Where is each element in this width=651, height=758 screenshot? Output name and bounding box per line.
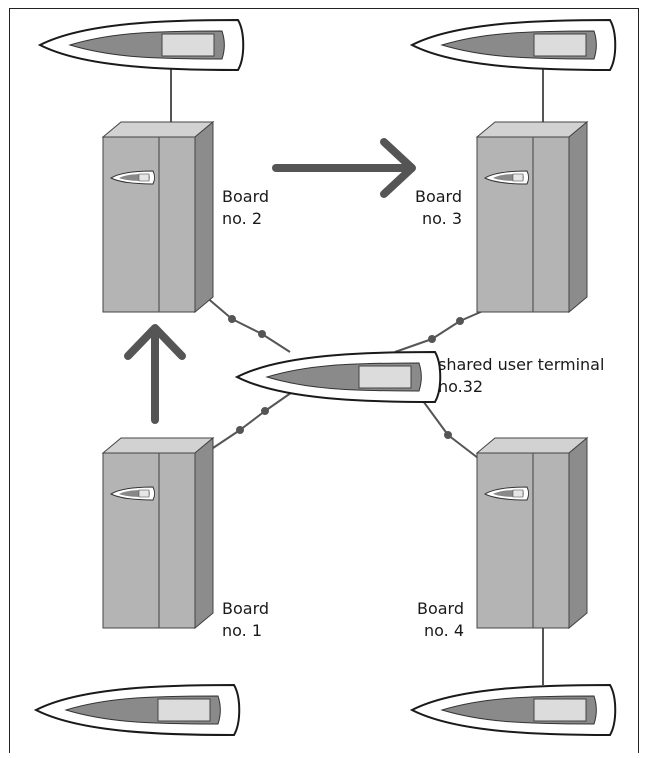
cabinet-board-1 <box>102 437 214 629</box>
shared-terminal-line2: no.32 <box>438 377 484 396</box>
switch-board-3 <box>394 306 493 353</box>
switch-board-2 <box>204 295 291 353</box>
switch-board-1 <box>209 387 299 451</box>
board-4-line1: Board <box>416 599 464 618</box>
board-2-line2: no. 2 <box>222 209 262 228</box>
terminal-board-2 <box>39 19 245 71</box>
label-board-2: Board no. 2 <box>222 186 269 230</box>
arrow-board-2-to-3 <box>272 138 416 198</box>
board-2-line1: Board <box>222 187 270 206</box>
terminal-board-4 <box>411 684 617 736</box>
cabinet-board-4 <box>476 437 588 629</box>
label-shared-terminal: shared user terminal no.32 <box>438 354 604 398</box>
label-board-3: Board no. 3 <box>406 186 462 230</box>
board-3-line1: Board <box>414 187 462 206</box>
board-1-line1: Board <box>222 599 270 618</box>
board-3-line2: no. 3 <box>422 209 462 228</box>
board-1-line2: no. 1 <box>222 621 262 640</box>
terminal-board-3 <box>411 19 617 71</box>
cabinet-board-3 <box>476 121 588 313</box>
board-4-line2: no. 4 <box>424 621 464 640</box>
cabinet-board-2 <box>102 121 214 313</box>
terminal-board-1 <box>35 684 241 736</box>
shared-terminal-line1: shared user terminal <box>438 355 605 374</box>
label-board-1: Board no. 1 <box>222 598 269 642</box>
shared-user-terminal <box>236 351 442 403</box>
arrow-board-1-to-2 <box>124 324 186 424</box>
label-board-4: Board no. 4 <box>404 598 464 642</box>
